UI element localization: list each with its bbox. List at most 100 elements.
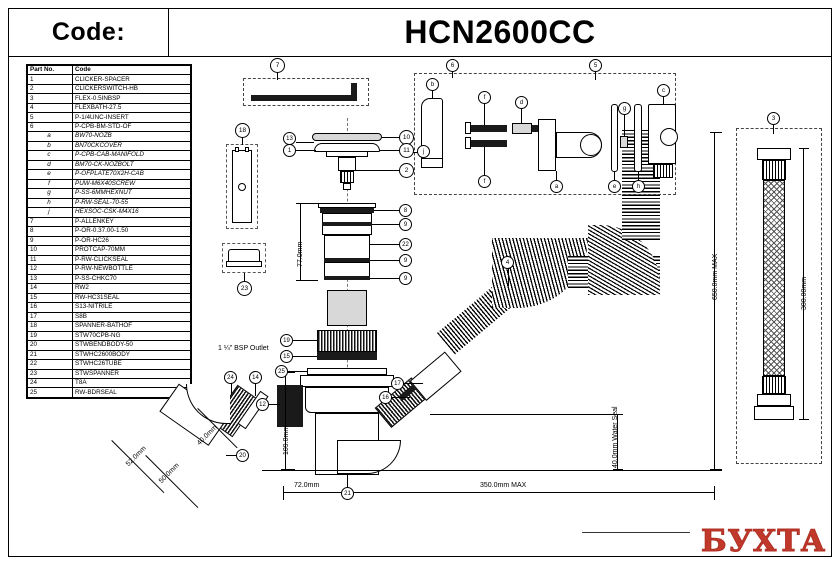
cab-manifold-port [660, 128, 678, 146]
balloon-cpb-bm-std[interactable]: 6 [446, 59, 459, 72]
balloon-sub-h[interactable]: h [632, 180, 645, 193]
outlet-note: 1 ¼" BSP Outlet [218, 345, 269, 352]
clickerswitch-tip [343, 183, 351, 190]
part-code-cell: HEXSOC-CSK-M4X16 [72, 207, 191, 218]
balloon-rw2[interactable]: 14 [249, 371, 262, 384]
clicker-spacer-leader [296, 150, 316, 151]
waste-spacer [327, 290, 367, 326]
bdrseal-body [307, 368, 387, 375]
dim-350-label: 350.0mm MAX [480, 482, 527, 489]
balloon-s13-nitrile[interactable]: 16 [379, 391, 392, 404]
balloon-clicker-spacer[interactable]: 1 [283, 144, 296, 157]
dim-waterseal-label: 40.0mm Water Seal [612, 406, 619, 468]
balloon-sub-b[interactable]: b [426, 78, 439, 91]
part-number-cell: g [27, 188, 73, 199]
part-number-cell: 19 [27, 330, 73, 342]
allenkey-frame [243, 78, 369, 106]
screw-upper-shank [469, 125, 507, 132]
part-code-cell: BW70-NOZB [72, 131, 191, 142]
balloon-bdrseal[interactable]: 25 [275, 365, 288, 378]
flex-hose-leader [773, 124, 774, 134]
balloon-oring-8[interactable]: 8 [399, 204, 412, 217]
balloon-bendbody[interactable]: 20 [236, 449, 249, 462]
balloon-newbottle[interactable]: 12 [256, 398, 269, 411]
balloon-unc-insert[interactable]: 5 [589, 59, 602, 72]
balloon-sub-a[interactable]: a [550, 180, 563, 193]
balloon-hc31seal[interactable]: 15 [280, 350, 293, 363]
balloon-allenkey[interactable]: 7 [270, 58, 285, 73]
balloon-oring-9b[interactable]: 9 [399, 254, 412, 267]
part-number-cell: 8 [27, 226, 73, 237]
screw-lower-shank [469, 140, 507, 147]
balloon-flexbath[interactable]: 4 [501, 256, 514, 269]
part-code-cell: S13-NITRILE [72, 302, 191, 313]
balloon-sub-d[interactable]: d [515, 96, 528, 109]
dim-300-tick-top [799, 148, 809, 149]
tube22-leader [370, 244, 400, 245]
spanner-bathof-slot-r [245, 147, 249, 152]
part-code-cell: FLEX-0.5INBSP [72, 93, 191, 104]
part-number-cell: 9 [27, 235, 73, 247]
balloon-s8b[interactable]: 17 [391, 377, 404, 390]
part-code-cell: CLICKERSWITCH-HB [72, 83, 191, 95]
balloon-sub-g[interactable]: g [618, 102, 631, 115]
stwspanner-frame [222, 243, 266, 273]
balloon-oring-9a[interactable]: 9 [399, 218, 412, 231]
part-code-cell: RW-HC31SEAL [72, 292, 191, 304]
stwspanner-leader [244, 273, 245, 282]
dim-650-label: 650.0mm MAX [712, 253, 719, 300]
oring-9a-body [322, 222, 372, 226]
balloon-stw70cpb[interactable]: 19 [280, 334, 293, 347]
dim-77-line [300, 203, 301, 281]
part-number-cell: 22 [27, 358, 73, 370]
waterseal-ref-top [430, 414, 620, 415]
balloon-flexbsp[interactable]: 3 [767, 112, 780, 125]
balloon-sub-j[interactable]: j [417, 145, 430, 158]
protcap-leader [382, 137, 400, 138]
allenkey-arm [351, 83, 357, 101]
sub-e-leader [614, 172, 615, 186]
code-label: Code: [51, 18, 126, 46]
s13-leader [392, 397, 410, 398]
balloon-clickseal[interactable]: 11 [399, 143, 414, 158]
newbottle-leader [268, 404, 280, 405]
part-number-cell: 15 [27, 292, 73, 304]
balloon-spanner-bathof[interactable]: 18 [235, 123, 250, 138]
part-number-cell: 5 [27, 112, 73, 123]
balloon-sub-c[interactable]: c [657, 84, 670, 97]
title-block: Code: HCN2600CC [9, 9, 831, 57]
balloon-t8a[interactable]: 24 [224, 371, 237, 384]
balloon-stwspanner[interactable]: 23 [237, 281, 252, 296]
part-code-cell: STWBENDBODY-50 [72, 340, 191, 351]
part-code-cell: PROTCAP-70MM [72, 245, 191, 256]
balloon-hc2600body[interactable]: 21 [341, 487, 354, 500]
sub-g-leader [624, 114, 625, 136]
balloon-chkc70[interactable]: 13 [283, 132, 296, 145]
balloon-clicker-switch[interactable]: 2 [399, 163, 414, 178]
part-number-cell: 3 [27, 93, 73, 104]
balloon-sub-e[interactable]: e [608, 180, 621, 193]
part-code-cell: P-1/4UNC-INSERT [72, 112, 191, 123]
balloon-oring-9c[interactable]: 9 [399, 272, 412, 285]
oring8-leader [374, 210, 400, 211]
balloon-tube-22[interactable]: 22 [399, 238, 412, 251]
balloon-sub-f2[interactable]: f [478, 175, 491, 188]
protcap-body [312, 133, 382, 141]
sub-c-leader [663, 96, 664, 105]
balloon-sub-f[interactable]: f [478, 91, 491, 104]
hc31seal-leader [293, 356, 317, 357]
oring-8-body [320, 208, 374, 213]
hc2600body-leader [347, 475, 348, 488]
s8b-leader [403, 383, 423, 384]
clickerswitch-body [338, 157, 356, 171]
watermark-rule [582, 532, 690, 533]
part-number-cell: 10 [27, 245, 73, 256]
allenkey-shaft [251, 95, 357, 101]
